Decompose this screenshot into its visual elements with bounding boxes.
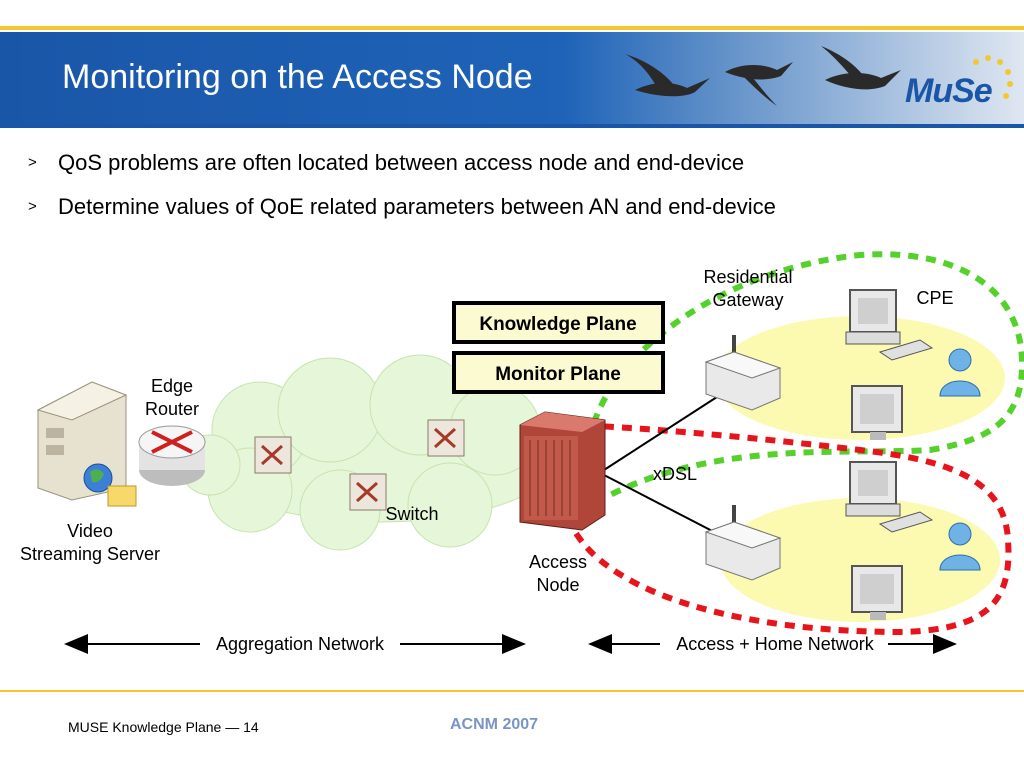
access-node-label-line2: Node (536, 575, 579, 595)
switch-icon (254, 436, 292, 474)
page-title: Monitoring on the Access Node (62, 58, 533, 96)
cpe-label: CPE (916, 288, 953, 308)
edge-router-label-line1: Edge (151, 376, 193, 396)
user-icon (939, 348, 981, 397)
desktop-computer-icon (851, 385, 903, 440)
residential-gateway-icon (704, 505, 782, 581)
server-label-line2: Streaming Server (20, 544, 160, 564)
access-node-label-line1: Access (529, 552, 587, 572)
edge-router-label-line2: Router (145, 399, 199, 419)
xdsl-line-lower (603, 474, 721, 536)
muse-logo: MuSe (905, 72, 993, 110)
header-underline (0, 124, 1024, 128)
top-accent-line (0, 26, 1024, 30)
bullet-text: Determine values of QoE related paramete… (58, 194, 776, 219)
gateway-label-line1: Residential (703, 267, 792, 287)
server-label-line1: Video (67, 521, 113, 541)
bullet-marker: > (28, 154, 37, 171)
birds-icon (625, 46, 901, 106)
top-stripe (0, 0, 1024, 26)
switch-icon (349, 473, 387, 511)
xdsl-label: xDSL (653, 464, 697, 484)
video-server-icon (36, 381, 137, 507)
knowledge-plane-label: Knowledge Plane (479, 314, 636, 335)
monitored-path-red (550, 421, 1012, 636)
switch-label: Switch (385, 504, 438, 524)
bullet-marker: > (28, 198, 37, 215)
monitor-plane-label: Monitor Plane (495, 364, 621, 385)
footer-divider (0, 690, 1024, 692)
aggregation-cloud (179, 354, 556, 551)
switch-icon (427, 419, 465, 457)
monitor-plane-box: Monitor Plane (452, 351, 665, 394)
home-area-lower (720, 498, 1000, 622)
access-home-network-label: Access + Home Network (676, 634, 875, 654)
desktop-computer-icon (851, 565, 903, 620)
xdsl-line-upper (603, 394, 721, 471)
edge-router-icon (138, 425, 206, 486)
desktop-computer-icon (845, 289, 934, 361)
residential-gateway-icon (704, 335, 782, 411)
monitored-path-green (586, 251, 1024, 498)
header-banner (0, 32, 1024, 124)
access-node-icon (519, 411, 606, 531)
knowledge-plane-box: Knowledge Plane (452, 301, 665, 344)
user-icon (939, 522, 981, 571)
desktop-computer-icon (845, 461, 934, 533)
network-diagram: Knowledge Plane Monitor Plane (20, 251, 1024, 654)
aggregation-network-label: Aggregation Network (216, 634, 385, 654)
bullet-text: QoS problems are often located between a… (58, 150, 745, 175)
home-area-upper (715, 316, 1005, 440)
footer-conference: ACNM 2007 (450, 716, 539, 733)
footer-slide-info: MUSE Knowledge Plane — 14 (68, 719, 259, 735)
eu-stars-icon (973, 55, 1013, 99)
gateway-label-line2: Gateway (712, 290, 783, 310)
